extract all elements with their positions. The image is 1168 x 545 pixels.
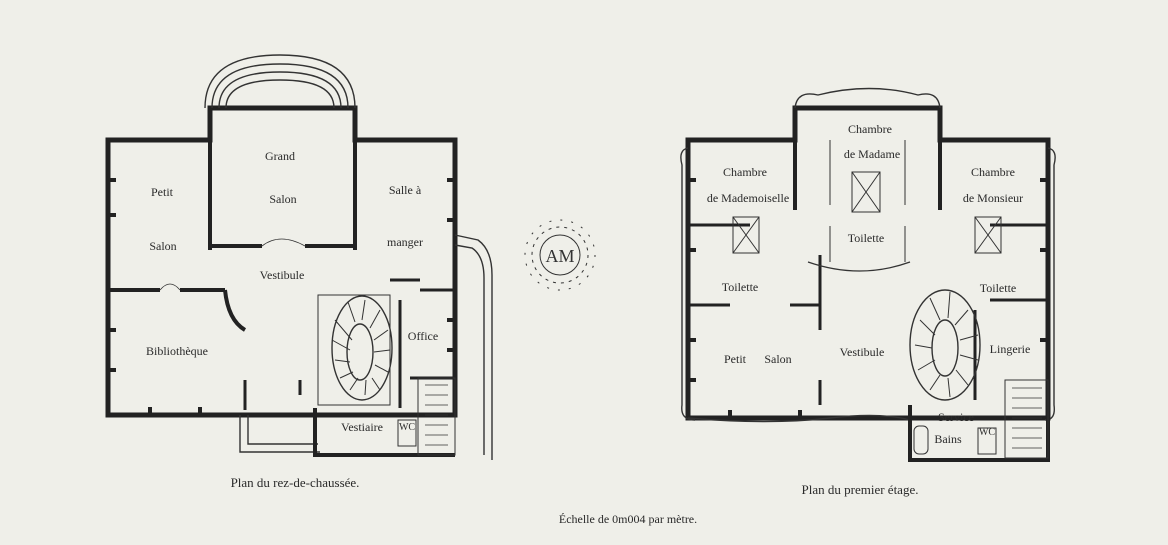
room-label-chambre-madame: Chambre (848, 122, 892, 136)
room-label-wc-first: WC (978, 427, 996, 438)
room-label-bibliotheque: Bibliothèque (146, 344, 208, 358)
room-label-vestiaire: Vestiaire (341, 420, 383, 434)
first-floor-caption: Plan du premier étage. (801, 482, 919, 497)
ground-floor-plan (105, 54, 493, 460)
room-label-de-mademoiselle: de Mademoiselle (706, 191, 790, 205)
room-label-petit-salon: Salon (149, 239, 177, 253)
room-label-de-madame: de Madame (843, 147, 901, 161)
room-label-chambre-mademoiselle: Chambre (723, 165, 767, 179)
room-label-petit-salon-2: Salon (764, 352, 792, 366)
room-label-salle-a: Salle à (388, 183, 422, 197)
room-label-toilette-left: Toilette (721, 280, 759, 294)
room-label-vestibule-first: Vestibule (839, 345, 885, 359)
room-label-petit-salon-1: Petit (723, 352, 747, 366)
room-label-grand: Grand (265, 149, 295, 163)
room-label-petit: Petit (150, 185, 174, 199)
room-label-chambre-monsieur: Chambre (971, 165, 1015, 179)
room-label-toilette-right: Toilette (979, 281, 1017, 295)
room-label-office: Office (407, 329, 439, 343)
room-label-lingerie: Lingerie (989, 342, 1031, 356)
room-label-salon-grand: Salon (269, 192, 297, 206)
scale-note: Échelle de 0m004 par mètre. (558, 512, 698, 526)
room-label-vestibule: Vestibule (259, 268, 305, 282)
room-label-manger: manger (387, 235, 423, 249)
room-label-wc-ground: WC (398, 422, 416, 433)
room-label-service: Service (938, 410, 974, 424)
room-label-de-monsieur: de Monsieur (962, 191, 1024, 205)
room-label-toilette-center: Toilette (847, 231, 885, 245)
room-label-bains: Bains (934, 432, 962, 446)
monogram-seal (524, 219, 596, 291)
ground-floor-caption: Plan du rez-de-chaussée. (230, 475, 360, 490)
first-floor-plan (680, 87, 1056, 462)
monogram-text: AM (545, 246, 574, 266)
